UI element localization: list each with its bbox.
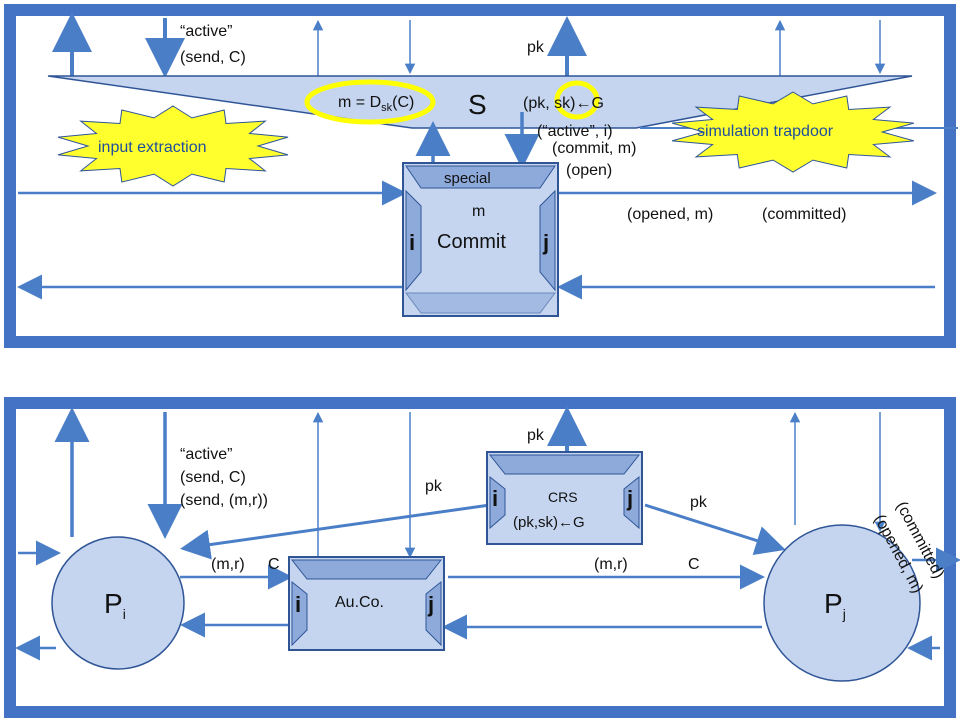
b-label-mr-right: (m,r) [594, 556, 628, 573]
highlight-ellipse-keygen [554, 80, 600, 120]
b-label-active: “active” [180, 446, 232, 463]
highlight-ellipse-decrypt [304, 79, 436, 125]
commit-right-tab [539, 189, 556, 292]
burst-simulation-trapdoor-label: simulation trapdoor [697, 123, 834, 140]
commit-name: Commit [437, 231, 506, 253]
crs-top-tab [488, 454, 641, 475]
auco-name: Au.Co. [335, 594, 384, 611]
commit-port-j: j [542, 230, 549, 255]
commit-left-tab [405, 189, 422, 292]
burst-input-extraction-label: input extraction [98, 139, 207, 156]
auco-top-tab [290, 559, 443, 580]
commit-m-label: m [472, 203, 485, 220]
simulator-s-shape [47, 75, 913, 129]
b-arrow-crs-to-pj [644, 503, 786, 556]
auco-port-i: i [295, 592, 301, 617]
party-pj-label: Pj [824, 588, 846, 622]
crs-port-i: i [492, 486, 498, 511]
crs-right-tab [623, 475, 640, 530]
commit-special-label: special [444, 170, 491, 187]
auco-right-tab [425, 580, 442, 647]
b-label-c-right: C [688, 556, 700, 573]
label-active-top: “active” [180, 23, 232, 40]
party-pi-label: Pi [104, 588, 126, 622]
burst-input-extraction [57, 105, 289, 187]
label-commit-m: (commit, m) [552, 140, 636, 157]
label-pk-top: pk [527, 39, 545, 56]
burst-simulation-trapdoor [671, 91, 915, 173]
crs-functionality [486, 451, 643, 545]
label-opened-m-top: (opened, m) [627, 206, 713, 223]
crs-keygen: (pk,sk)←G [513, 514, 585, 531]
commit-bottom-tab [405, 292, 556, 314]
label-committed-top: (committed) [762, 206, 846, 223]
b-arrow-crs-to-pi [180, 503, 491, 560]
crs-name: CRS [548, 489, 578, 505]
auco-functionality [288, 556, 445, 651]
b-label-mr-left: (m,r) [211, 556, 245, 573]
label-open: (open) [566, 162, 612, 179]
b-label-send-mr: (send, (m,r)) [180, 492, 268, 509]
crs-left-tab [489, 475, 506, 530]
crs-port-j: j [626, 486, 633, 511]
decrypt-equation: m = Dsk(C) [338, 94, 414, 114]
b-label-send-c: (send, C) [180, 469, 246, 486]
auco-left-tab [291, 580, 308, 647]
simulator-name: S [468, 89, 487, 120]
bottom-panel: pk “active” (send, C) (send, (m,r)) pk p… [4, 397, 960, 718]
party-pi [51, 536, 185, 670]
b-label-pk-top: pk [527, 427, 545, 444]
b-label-c-left: C [268, 556, 280, 573]
b-label-pk-right: pk [690, 494, 708, 511]
label-send-c-top: (send, C) [180, 49, 246, 66]
auco-port-j: j [427, 592, 434, 617]
commit-top-tab [405, 165, 556, 189]
party-pj [763, 524, 921, 682]
b-label-pk-left: pk [425, 478, 443, 495]
keygen-top: (pk, sk)←G [523, 95, 604, 112]
commit-port-i: i [409, 230, 415, 255]
top-panel: “active” (send, C) pk S m = Dsk(C) (pk, … [4, 4, 958, 348]
commit-functionality [402, 162, 559, 317]
label-active-i: (“active”, i) [537, 123, 613, 140]
